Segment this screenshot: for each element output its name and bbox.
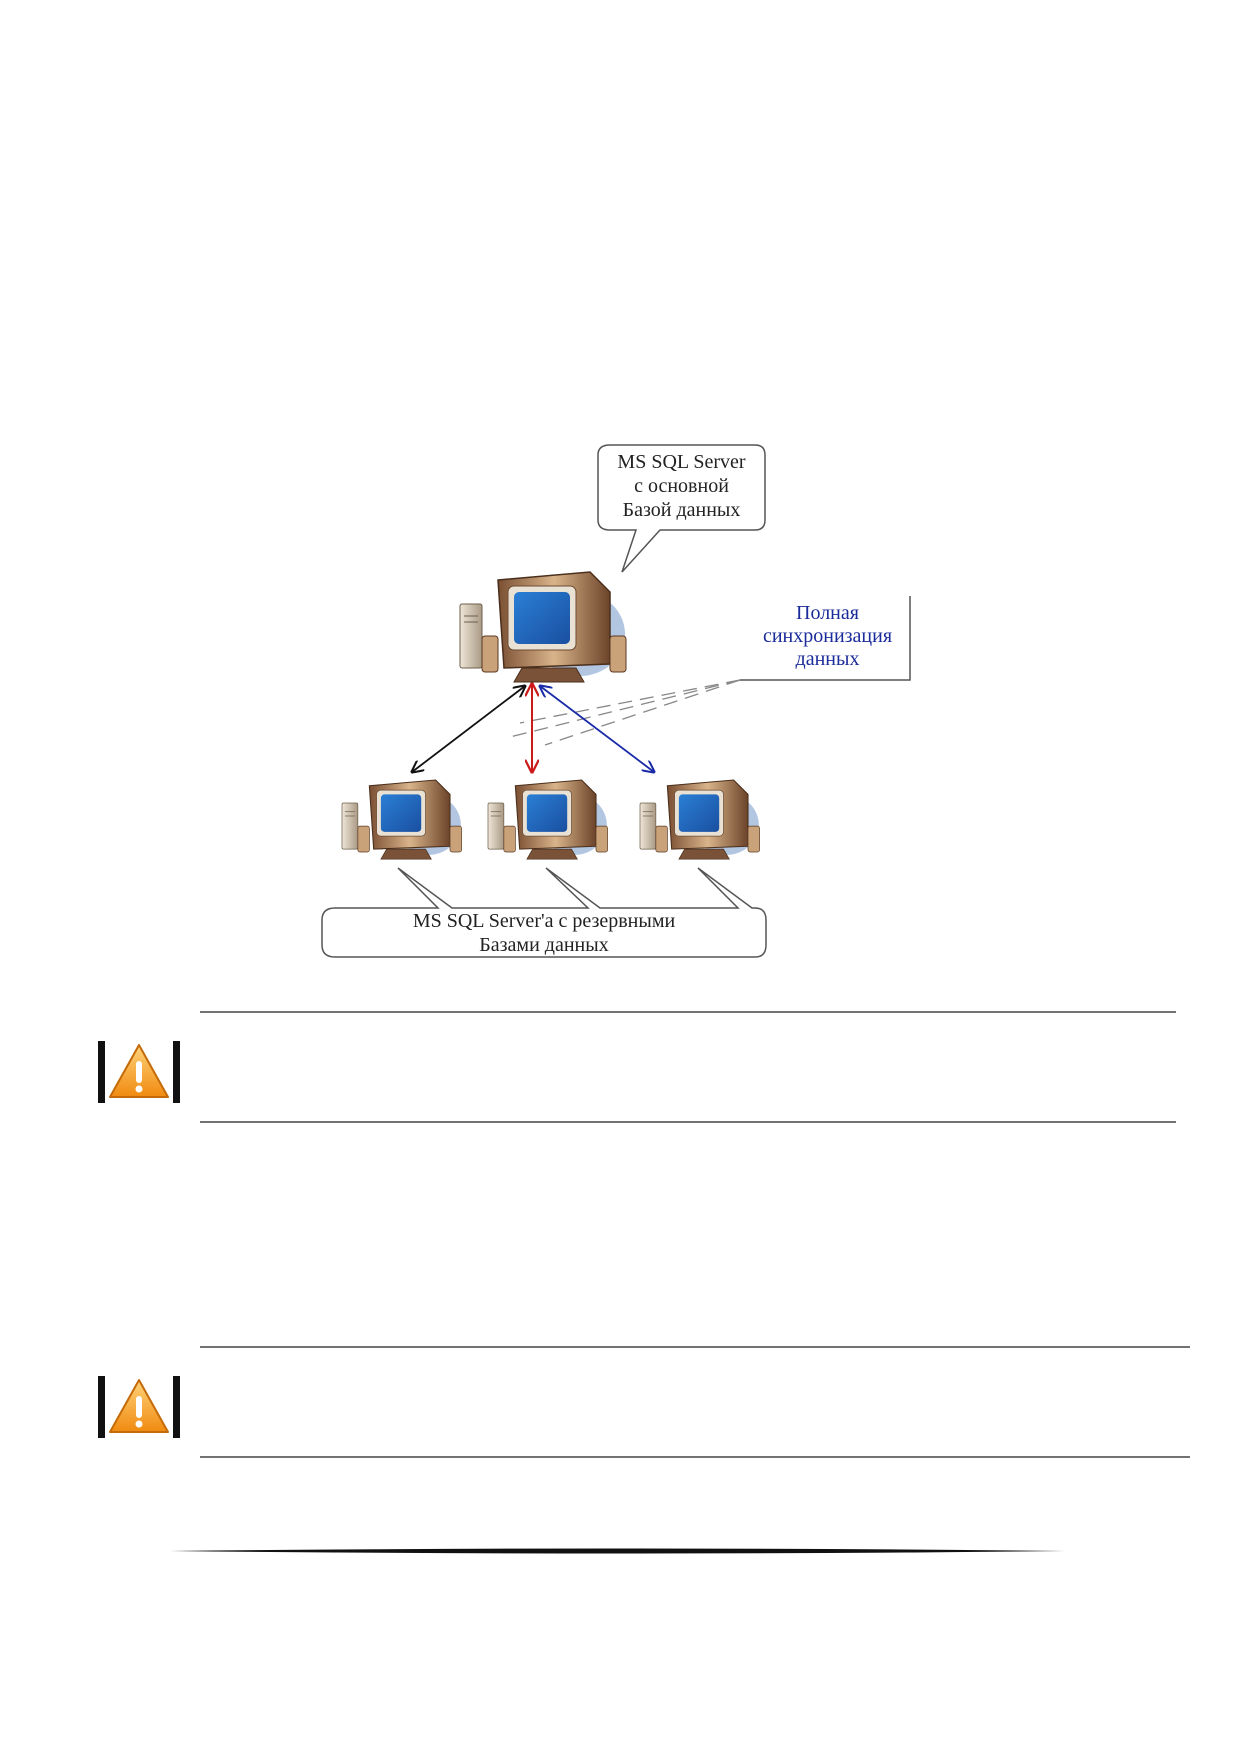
sync-label-line: Полная xyxy=(796,602,859,624)
replica-callout-bubble xyxy=(321,867,767,958)
primary-callout-text: MS SQL Server с основной Базой данных xyxy=(598,450,765,522)
warning-icon xyxy=(98,1376,180,1438)
warning-icon xyxy=(98,1041,180,1103)
primary-callout-line: Базой данных xyxy=(622,499,741,521)
replica-callout-text: MS SQL Server'a с резервными Базами данн… xyxy=(322,909,766,957)
replica-computer-icon xyxy=(341,779,463,860)
sync-arrow-right xyxy=(540,686,654,772)
sync-label-line: синхронизация xyxy=(762,625,893,647)
sync-label-text: Полная синхронизация данных xyxy=(745,602,910,671)
replica-callout-line: Базами данных xyxy=(479,934,609,956)
replica-callout-line: MS SQL Server'a с резервными xyxy=(412,910,676,932)
primary-callout-line: с основной xyxy=(634,475,729,497)
sync-arrow-left xyxy=(412,686,525,772)
footer-divider xyxy=(170,1548,1065,1554)
replica-computer-icon xyxy=(487,779,609,860)
sync-label-line: данных xyxy=(795,648,860,670)
sync-label-box xyxy=(740,596,911,681)
primary-computer-icon xyxy=(459,571,627,683)
primary-callout-line: MS SQL Server xyxy=(617,451,746,473)
primary-callout-bubble xyxy=(597,444,766,573)
replica-computer-icon xyxy=(639,779,761,860)
